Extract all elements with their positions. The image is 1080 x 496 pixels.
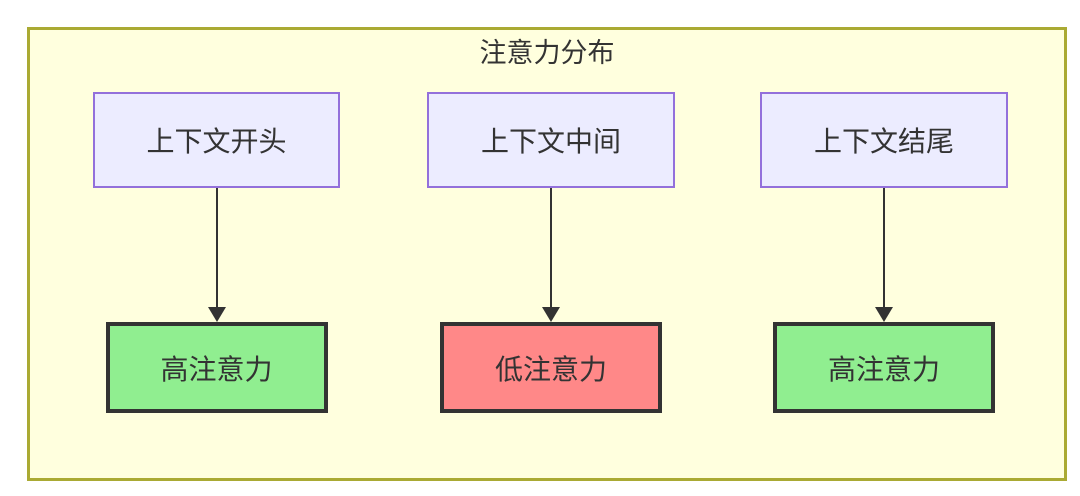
diagram-title: 注意力分布	[479, 38, 615, 68]
arrow-down-icon	[207, 188, 226, 322]
diagram-canvas: 注意力分布 上下文开头 高注意力 上下文中间 低注意力 上下文结尾 高注意力	[27, 27, 1067, 481]
arrow-head	[875, 307, 893, 322]
attention-node-end: 高注意力	[773, 322, 995, 413]
arrow-shaft	[215, 188, 218, 307]
arrow-head	[542, 307, 560, 322]
arrow-shaft	[550, 188, 552, 307]
arrow-shaft	[883, 188, 885, 307]
context-node-end: 上下文结尾	[760, 92, 1008, 188]
arrow-head	[207, 307, 226, 322]
attention-node-start: 高注意力	[105, 322, 328, 413]
context-node-start: 上下文开头	[93, 92, 340, 188]
arrow-down-icon	[542, 188, 560, 322]
flow-column-middle: 上下文中间 低注意力	[427, 92, 675, 413]
arrow-down-icon	[875, 188, 893, 322]
flow-column-start: 上下文开头 高注意力	[93, 92, 340, 413]
context-node-middle: 上下文中间	[427, 92, 675, 188]
attention-node-middle: 低注意力	[440, 322, 662, 413]
flow-column-end: 上下文结尾 高注意力	[760, 92, 1008, 413]
